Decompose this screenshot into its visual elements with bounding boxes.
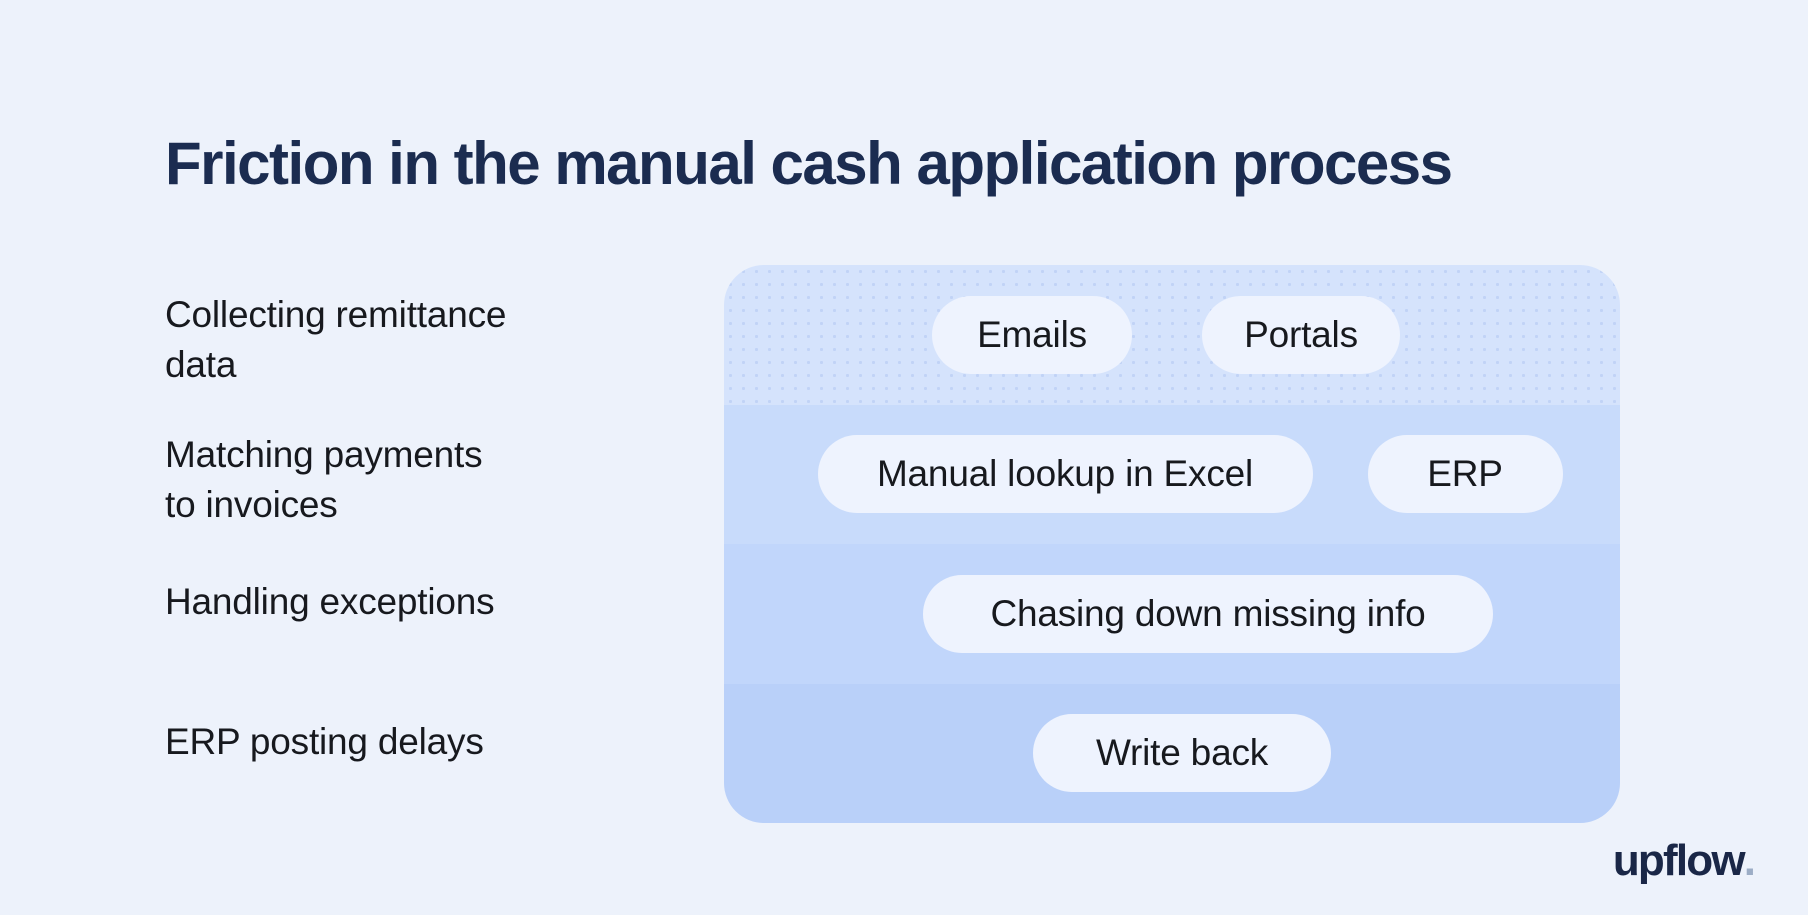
pill-erp: ERP	[1367, 435, 1563, 514]
pill-portals: Portals	[1202, 295, 1400, 374]
pill-emails: Emails	[932, 295, 1132, 374]
band-erp-posting-delays: Write back	[724, 683, 1620, 823]
page-title: Friction in the manual cash application …	[165, 130, 1453, 198]
pill-group-row-1: Emails Portals	[932, 295, 1400, 374]
pill-manual-lookup-in-excel: Manual lookup in Excel	[817, 435, 1313, 514]
row-label-matching-payments-to-invoices: Matching payments to invoices	[165, 434, 483, 525]
upflow-logo-text: upflow	[1612, 836, 1746, 885]
pill-write-back: Write back	[1033, 714, 1331, 793]
row-label-erp-posting-delays: ERP posting delays	[165, 721, 484, 762]
pill-group-row-2: Manual lookup in Excel ERP	[817, 435, 1563, 514]
pill-chasing-down-missing-info: Chasing down missing info	[923, 574, 1493, 653]
pill-group-row-3: Chasing down missing info	[923, 574, 1493, 653]
band-handling-exceptions: Chasing down missing info	[724, 544, 1620, 684]
pill-group-row-4: Write back	[1033, 714, 1331, 793]
upflow-logo-dot: .	[1743, 836, 1756, 885]
process-panel: Emails Portals Manual lookup in Excel ER…	[724, 265, 1620, 823]
row-label-handling-exceptions: Handling exceptions	[165, 581, 495, 622]
upflow-logo: upflow.	[1613, 836, 1756, 886]
band-collecting-remittance-data: Emails Portals	[724, 265, 1620, 405]
band-matching-payments-to-invoices: Manual lookup in Excel ERP	[724, 404, 1620, 544]
row-label-collecting-remittance-data: Collecting remittance data	[165, 294, 507, 385]
